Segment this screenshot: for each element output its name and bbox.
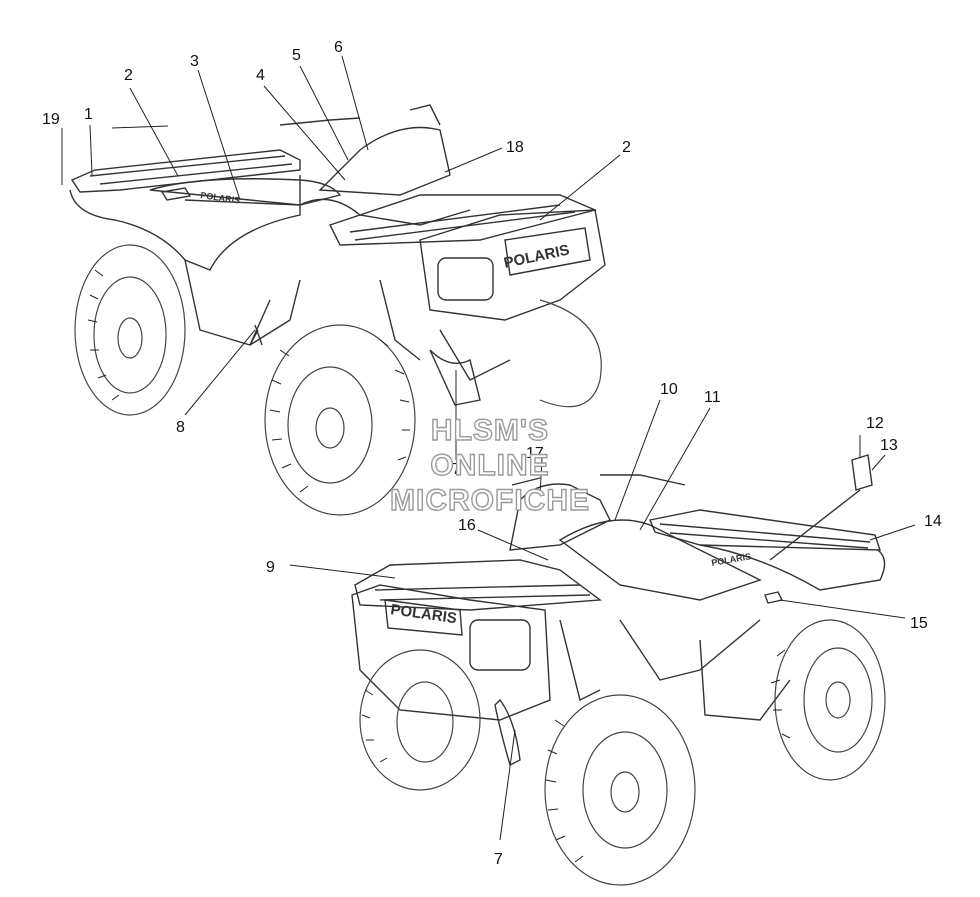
callout-7-bottom: 7 — [494, 851, 503, 868]
callout-12: 12 — [866, 415, 884, 432]
watermark-line-1: HLSM'S — [431, 414, 549, 447]
watermark: HLSM'S ONLINE MICROFICHE — [389, 413, 590, 517]
callout-8: 8 — [176, 419, 185, 436]
atv-bottom-illustration — [351, 454, 886, 886]
callout-13: 13 — [880, 437, 898, 454]
leader-lines — [61, 55, 916, 841]
brand-decal-front-bottom: POLARIS — [389, 601, 457, 627]
atv-top-illustration — [69, 104, 606, 516]
callout-1: 1 — [84, 106, 93, 123]
callout-7-top: 7 — [452, 461, 461, 478]
callout-3: 3 — [190, 53, 199, 70]
callout-18: 18 — [506, 139, 524, 156]
callout-11: 11 — [704, 389, 721, 406]
callout-5: 5 — [292, 47, 301, 64]
watermark-line-2: ONLINE — [430, 449, 549, 482]
callout-2-front: 2 — [622, 139, 631, 156]
callout-19: 19 — [42, 111, 60, 128]
brand-decal-side-top: POLARIS — [200, 190, 241, 205]
callouts: 19 1 2 3 4 5 6 18 2 8 7 10 11 12 13 17 1… — [42, 39, 942, 868]
callout-14: 14 — [924, 513, 942, 530]
callout-9: 9 — [266, 559, 275, 576]
watermark-line-3: MICROFICHE — [390, 484, 590, 517]
callout-16: 16 — [458, 517, 476, 534]
callout-10: 10 — [660, 381, 678, 398]
callout-17: 17 — [526, 445, 544, 462]
callout-4: 4 — [256, 67, 265, 84]
callout-2-top: 2 — [124, 67, 133, 84]
callout-15: 15 — [910, 615, 928, 632]
brand-decal-front-top: POLARIS — [502, 241, 571, 271]
callout-6: 6 — [334, 39, 343, 56]
